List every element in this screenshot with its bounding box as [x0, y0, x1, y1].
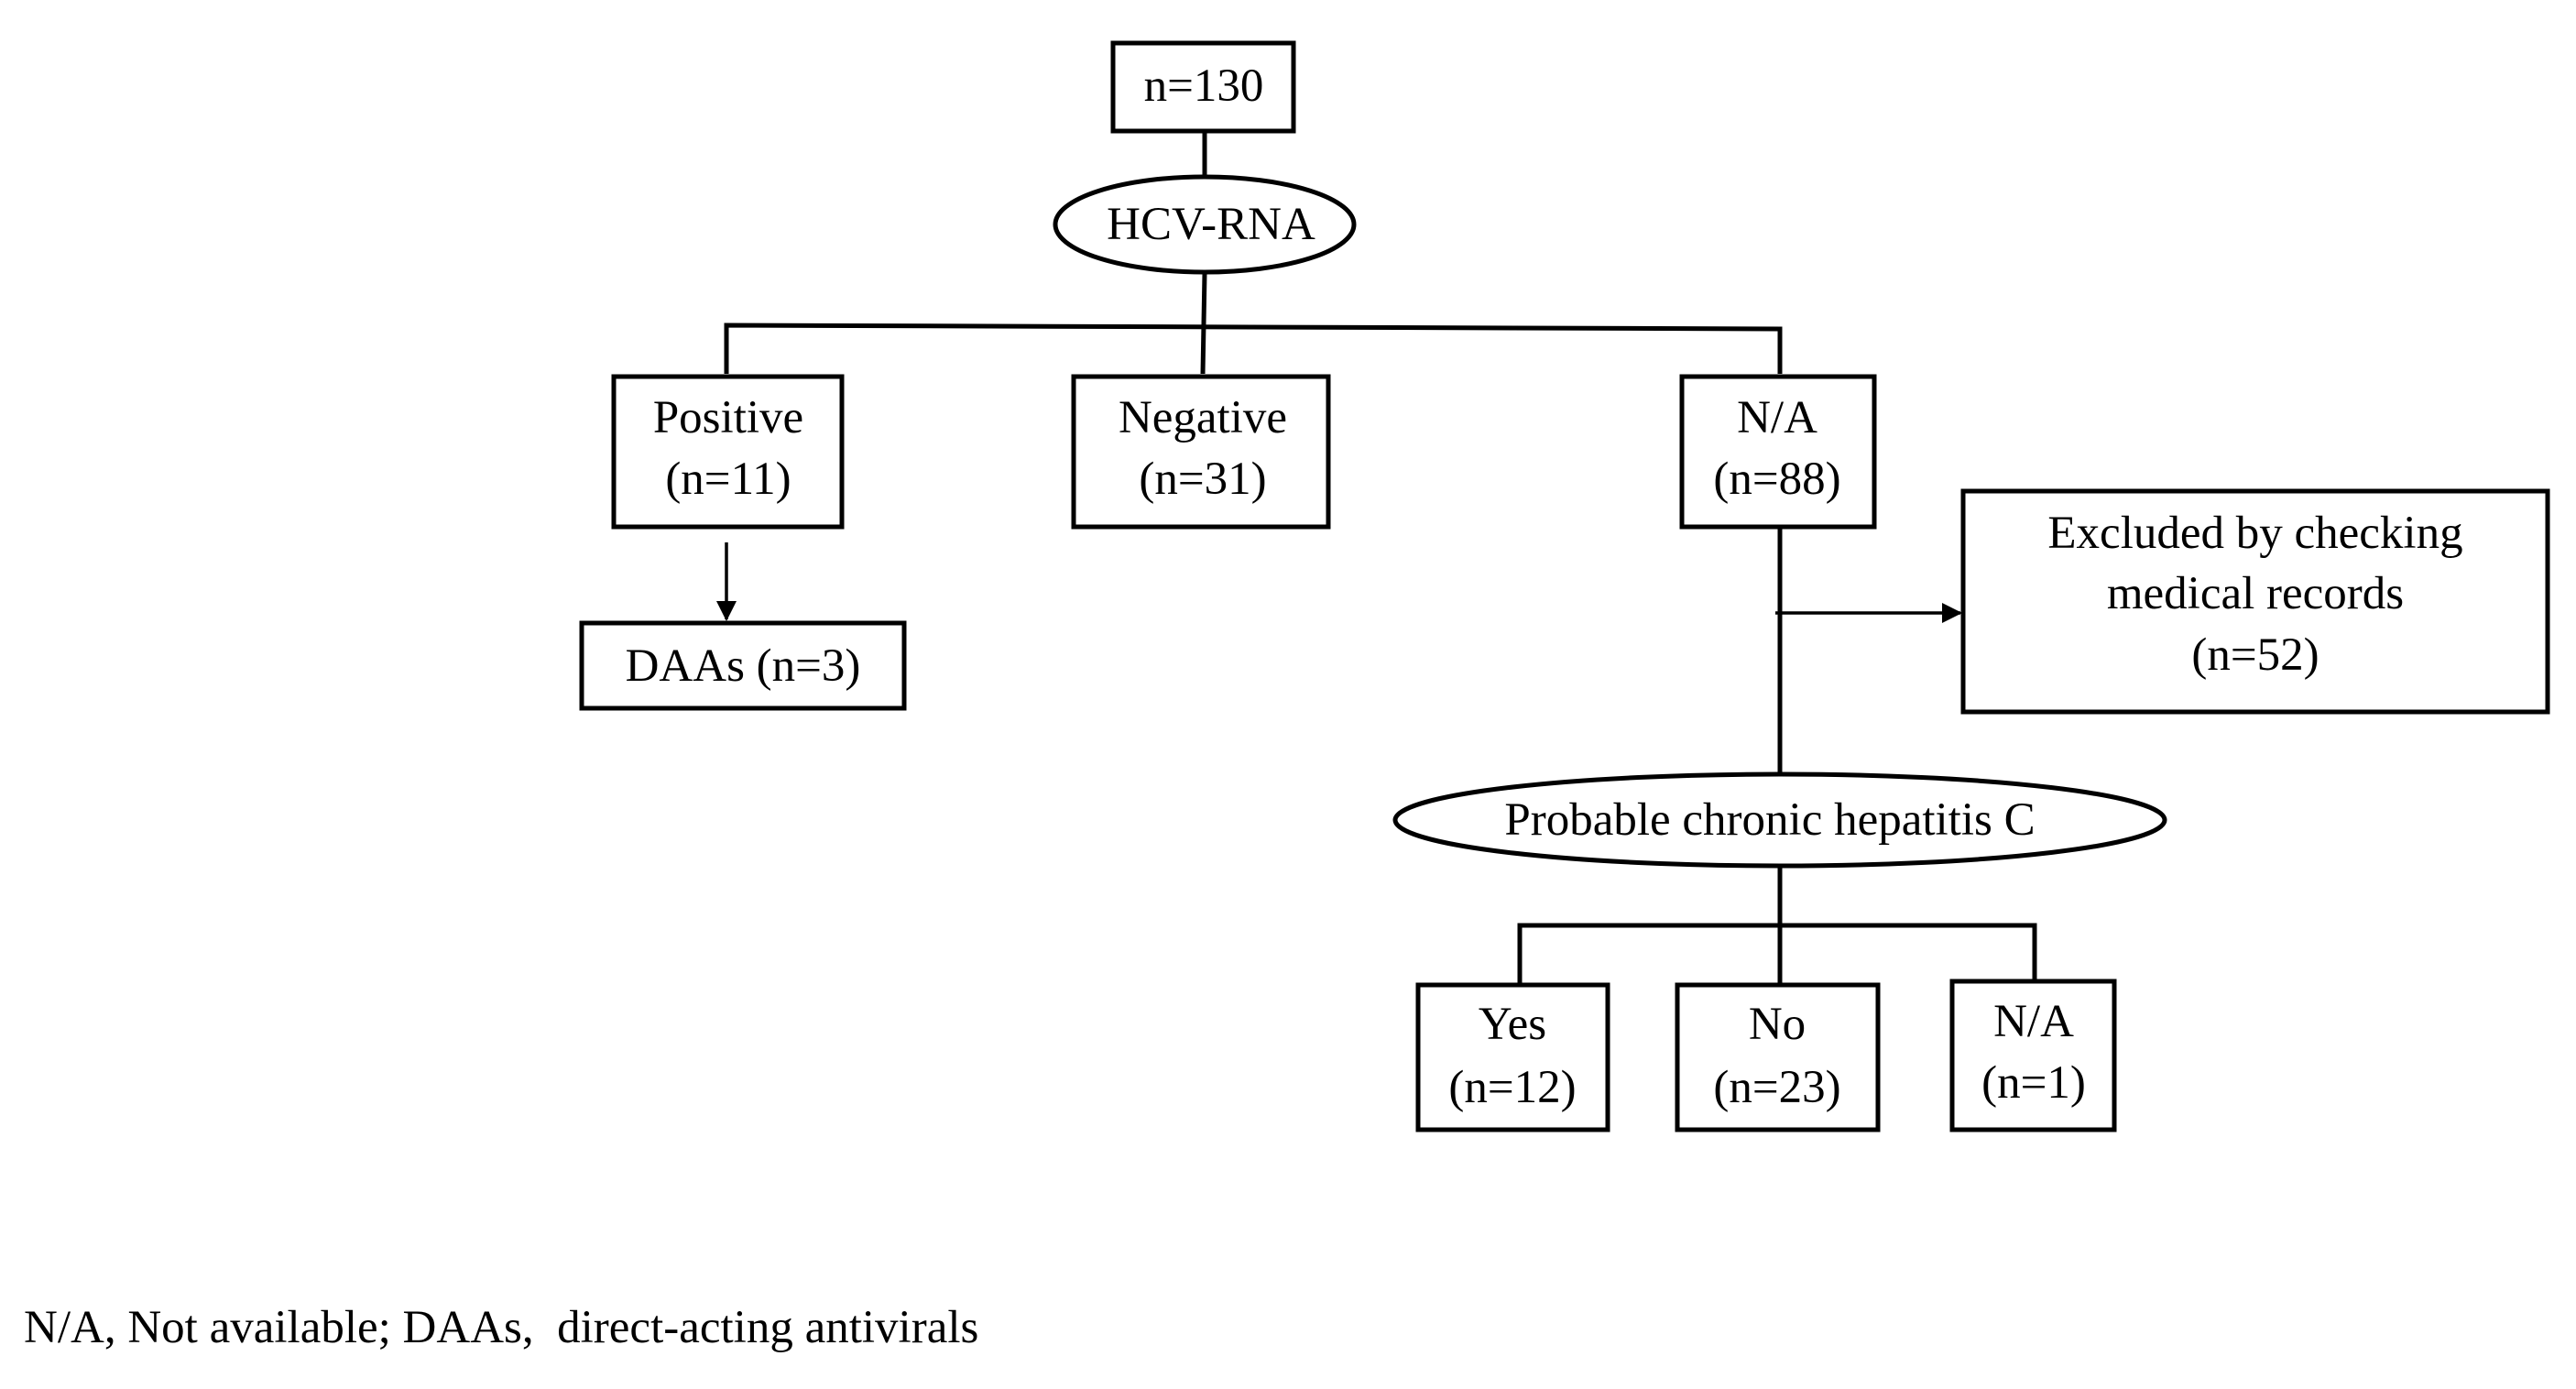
- node-positive-line-2: (n=11): [665, 454, 791, 505]
- node-na-top-line-2: (n=88): [1713, 454, 1840, 505]
- node-hcv-rna-line-1: HCV-RNA: [1107, 199, 1315, 250]
- node-negative-line-1: Negative: [1119, 392, 1287, 443]
- node-na-bottom-line-1: N/A: [1993, 996, 2074, 1047]
- node-total: n=130: [1110, 40, 1296, 134]
- node-positive: Positive (n=11): [611, 374, 845, 530]
- node-negative: Negative (n=31): [1071, 374, 1331, 530]
- node-excluded-line-3: (n=52): [2191, 629, 2319, 681]
- node-na-top-line-1: N/A: [1737, 392, 1817, 443]
- node-yes-line-2: (n=12): [1448, 1062, 1576, 1113]
- node-probable: Probable chronic hepatitis C: [1392, 771, 2167, 869]
- node-excluded: Excluded by checking medical records (n=…: [1960, 488, 2550, 715]
- connectors: [716, 133, 2037, 983]
- node-no: No (n=23): [1675, 982, 1881, 1132]
- node-no-line-1: No: [1749, 999, 1806, 1050]
- node-na-bottom: N/A (n=1): [1949, 979, 2117, 1132]
- node-excluded-line-2: medical records: [2107, 568, 2404, 619]
- node-positive-line-1: Positive: [653, 392, 803, 443]
- node-no-line-2: (n=23): [1713, 1062, 1840, 1113]
- node-negative-line-2: (n=31): [1139, 454, 1266, 505]
- node-hcv-rna: HCV-RNA: [1053, 174, 1357, 275]
- edge-branch-top: [724, 323, 1783, 374]
- edge-hcv-down: [1200, 272, 1207, 375]
- footnote: N/A, Not available; DAAs, direct-acting …: [24, 1302, 978, 1353]
- node-yes-line-1: Yes: [1479, 999, 1546, 1050]
- node-total-line-1: n=130: [1144, 60, 1264, 112]
- node-na-top: N/A (n=88): [1679, 374, 1877, 530]
- node-daas-line-1: DAAs (n=3): [626, 640, 861, 692]
- node-daas: DAAs (n=3): [579, 620, 907, 711]
- node-probable-line-1: Probable chronic hepatitis C: [1504, 794, 2035, 846]
- node-excluded-line-1: Excluded by checking: [2047, 508, 2462, 559]
- edge-branch-bottom: [1517, 923, 2037, 983]
- node-na-bottom-line-2: (n=1): [1981, 1057, 2086, 1109]
- node-yes: Yes (n=12): [1415, 982, 1610, 1132]
